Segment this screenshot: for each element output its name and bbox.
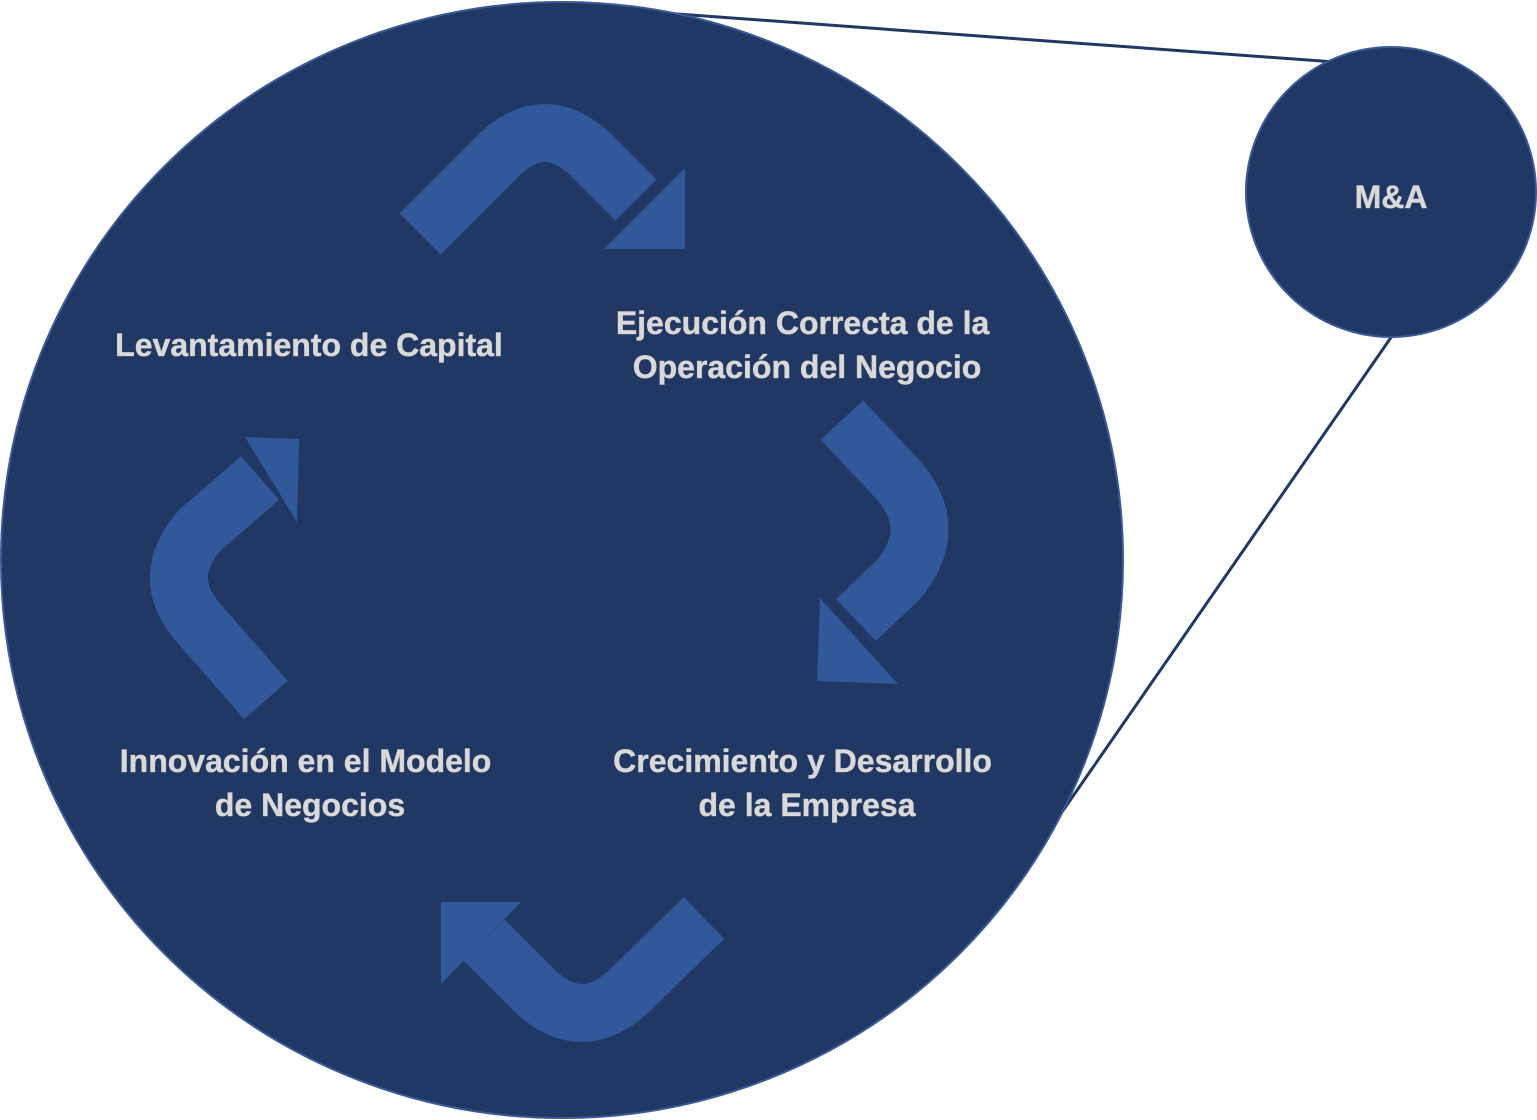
cycle-circle: [0, 1, 1124, 1119]
cycle-arrow-top: [399, 104, 685, 255]
stage-label-crecimiento: Crecimiento y Desarrollo de la Empresa: [613, 743, 1001, 823]
callout-circle: [1245, 46, 1537, 338]
cycle-arrow-left: [150, 437, 299, 720]
connector-line-bottom: [1060, 335, 1394, 813]
stage-label-levantamiento: Levantamiento de Capital: [115, 327, 503, 363]
connector-line-top: [649, 10, 1336, 64]
stage-label-innovacion: Innovación en el Modelo de Negocios: [120, 743, 500, 823]
callout-label: M&A: [1355, 179, 1428, 215]
stage-label-ejecucion: Ejecución Correcta de la Operación del N…: [616, 305, 998, 385]
cycle-arrow-right: [817, 400, 949, 684]
cycle-arrow-bottom: [441, 897, 725, 1042]
